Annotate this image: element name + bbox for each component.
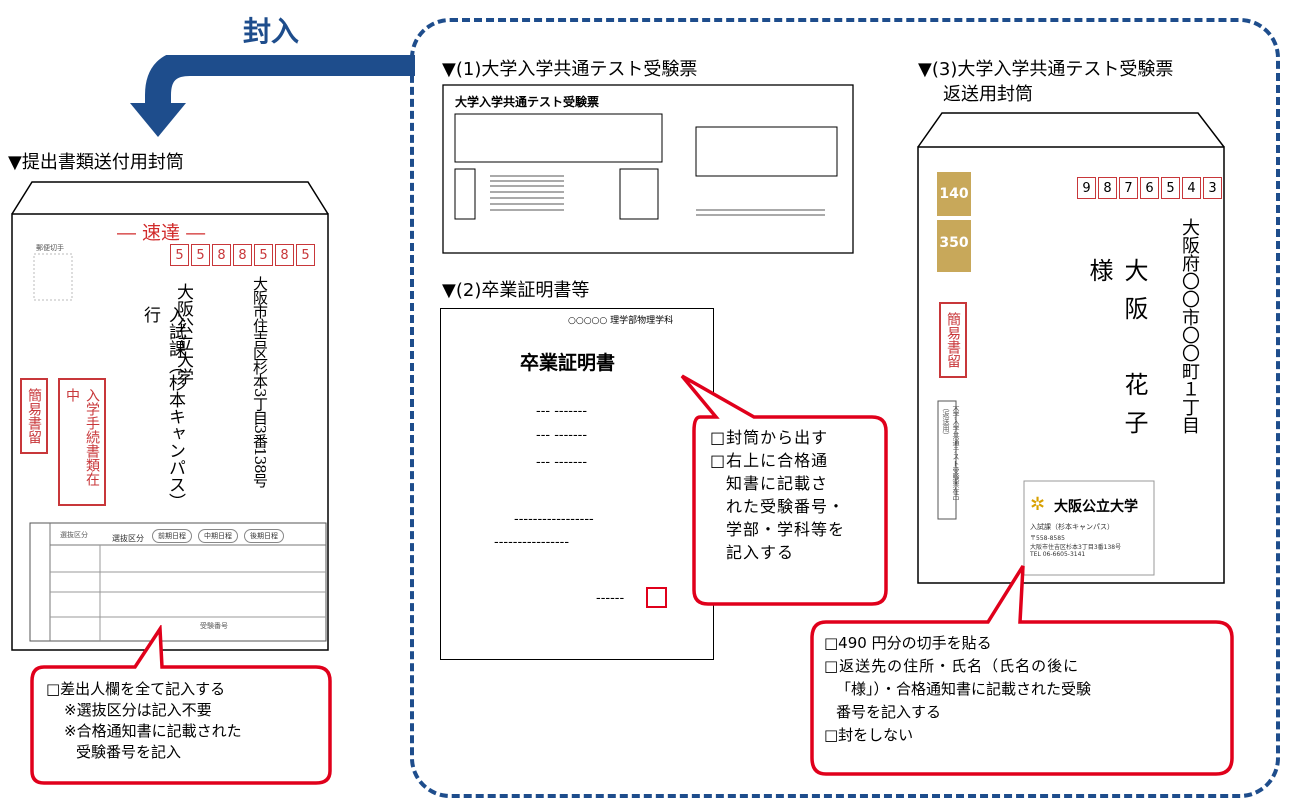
doc2-dash-2: --- ------- (536, 428, 588, 443)
left-recipient-name: 大阪公立大学 (173, 283, 193, 385)
callout-line: 受験番号を記入 (76, 743, 182, 761)
doc2-dash-1: --- ------- (536, 404, 588, 419)
callout-line: 記入する (726, 543, 795, 562)
doc2-dash-5: ---------------- (494, 535, 570, 550)
stamp-140: 140 (937, 172, 971, 216)
return-address: 大阪府〇〇市〇〇町１丁目 (1179, 218, 1200, 434)
doc2-dash-4: ----------------- (514, 512, 594, 527)
return-stamp-kanni: 簡易書留 (939, 302, 967, 378)
doc3-heading-line1: ▼(3)大学入学共通テスト受験票 (918, 59, 1174, 80)
right-callout-frame (810, 565, 1234, 776)
callout-line: 知書に記載さ (726, 474, 829, 493)
callout-line: れた受験番号・ (726, 497, 846, 516)
callout-line: 番号を記入する (836, 703, 942, 721)
enclose-arrow (130, 55, 415, 137)
return-envelope (917, 112, 1225, 584)
left-sokutatsu: ― 速達 ― (117, 222, 206, 244)
zip-digit: 5 (1161, 177, 1180, 199)
form-option: 中期日程 (198, 529, 238, 543)
callout-line: 学部・学科等を (726, 520, 846, 539)
form-option: 前期日程 (152, 529, 192, 543)
return-sender-line1: 入試課（杉本キャンパス） (1030, 523, 1114, 531)
doc3-heading-line2: 返送用封筒 (943, 84, 1033, 105)
callout-line: □返送先の住所・氏名（氏名の後に (824, 657, 1080, 675)
zip-digit: 5 (254, 244, 273, 266)
doc2-dash-3: --- ------- (536, 455, 588, 470)
left-form-exam-no: 受験番号 (200, 622, 228, 630)
middle-callout-frame (680, 374, 888, 606)
left-form-selection-label: 選抜区分 (112, 534, 144, 543)
return-side-text: 大学入学共通テスト受験票在中（返送用） (942, 404, 960, 502)
callout-line: □右上に合格通 (710, 451, 829, 470)
zip-digit: 8 (275, 244, 294, 266)
zip-digit: 8 (233, 244, 252, 266)
left-stamp-nyugaku: 入学手続書類在中 (58, 378, 106, 506)
zip-digit: 5 (191, 244, 210, 266)
doc2-number-box (646, 587, 667, 608)
doc2-heading: ▼(2)卒業証明書等 (442, 280, 590, 301)
callout-line: 「様」）・合格通知書に記載された受験 (836, 680, 1092, 698)
left-envelope (11, 181, 329, 651)
left-address: 大阪市住吉区杉本3丁目3番138号 (251, 276, 269, 487)
zip-digit: 7 (1119, 177, 1138, 199)
left-stamp-kanni: 簡易書留 (20, 378, 48, 454)
callout-line: ※選抜区分は記入不要 (64, 701, 212, 719)
stamp-350: 350 (937, 220, 971, 272)
zip-digit: 4 (1182, 177, 1201, 199)
callout-line: □封筒から出す (710, 428, 829, 447)
callout-line: □差出人欄を全て記入する (46, 680, 226, 698)
zip-digit: 9 (1077, 177, 1096, 199)
left-form-label: 選抜区分 (60, 531, 88, 539)
left-envelope-heading: ▼提出書類送付用封筒 (8, 152, 184, 173)
return-university: 大阪公立大学 (1054, 499, 1138, 515)
return-sender-line2: 〒558-8585 (1030, 535, 1065, 542)
doc2-sheet (440, 308, 714, 660)
doc2-header: ○○○○○ 理学部物理学科 (568, 316, 674, 326)
callout-line: □封をしない (824, 726, 914, 744)
callout-line: ※合格通知書に記載された (64, 722, 242, 740)
university-logo-icon: ✲ (1030, 494, 1046, 515)
left-callout-frame (30, 625, 332, 785)
form-option: 後期日程 (244, 529, 284, 543)
zip-digit: 6 (1140, 177, 1159, 199)
zip-digit: 8 (212, 244, 231, 266)
doc2-dash-6: ------ (596, 591, 625, 606)
middle-callout-text: □封筒から出す □右上に合格通 知書に記載さ れた受験番号・ 学部・学科等を 記… (710, 426, 890, 564)
doc1-heading: ▼(1)大学入学共通テスト受験票 (442, 59, 698, 80)
return-sender-line3: 大阪市住吉区杉本3丁目3番138号 (1030, 544, 1122, 551)
right-callout-text: □490 円分の切手を貼る □返送先の住所・氏名（氏名の後に 「様」）・合格通知… (824, 632, 1224, 747)
zip-digit: 3 (1203, 177, 1222, 199)
return-sender-line4: TEL 06-6605-3141 (1030, 551, 1086, 558)
callout-line: □490 円分の切手を貼る (824, 634, 992, 652)
left-postage-label: 郵便切手 (36, 244, 64, 252)
left-callout-text: □差出人欄を全て記入する ※選抜区分は記入不要 ※合格通知書に記載された 受験番… (46, 679, 326, 763)
zip-digit: 5 (296, 244, 315, 266)
doc2-title: 卒業証明書 (520, 352, 616, 374)
left-form-options: 前期日程 中期日程 後期日程 (152, 529, 284, 543)
left-recipient-dept: 入試課（杉本キャンパス） 行 (140, 306, 185, 519)
page-title: 封入 (243, 15, 300, 48)
return-name: 大阪 花子 様 (1085, 258, 1148, 486)
doc1-card (442, 84, 854, 254)
zip-digit: 5 (170, 244, 189, 266)
zip-digit: 8 (1098, 177, 1117, 199)
doc1-card-title: 大学入学共通テスト受験票 (455, 95, 600, 109)
